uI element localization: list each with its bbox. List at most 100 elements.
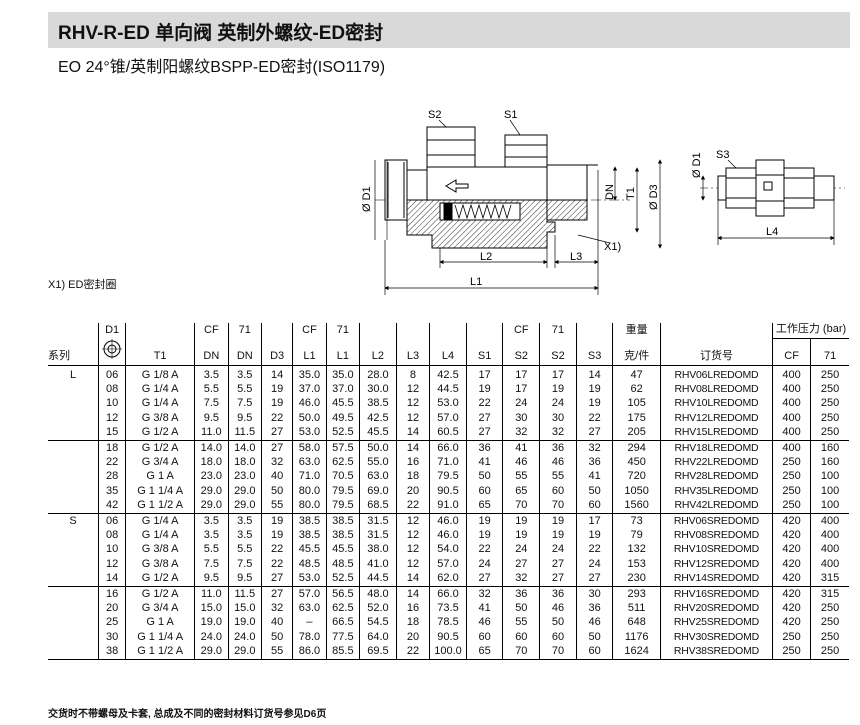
table-cell: 42.5 xyxy=(429,365,467,382)
table-cell: 12 xyxy=(98,410,127,426)
table-cell: 40 xyxy=(261,615,294,630)
table-cell: 45.5 xyxy=(326,542,361,557)
col-d3: D3 xyxy=(261,338,294,366)
table-cell: 11.5 xyxy=(228,585,262,601)
table-cell: 22 xyxy=(261,542,294,557)
table-cell: 64.0 xyxy=(359,629,397,645)
table-cell: 57.5 xyxy=(326,439,361,455)
drawing-footnote: X1) ED密封圈 xyxy=(48,279,117,291)
table-cell: G 1 A xyxy=(125,615,196,630)
table-cell: 17 xyxy=(466,365,504,382)
table-cell: G 1/4 A xyxy=(125,396,196,411)
table-cell: 29.0 xyxy=(228,483,262,499)
table-cell: 55 xyxy=(261,498,294,514)
table-cell: 27 xyxy=(261,571,294,587)
table-cell: 08 xyxy=(98,381,127,397)
table-cell: 14 xyxy=(261,365,294,382)
spec-table: D1 CF 71 CF 71 CF 71 重量 工作压力 (bar) 系列 T1… xyxy=(48,323,849,660)
table-cell: 12 xyxy=(396,512,431,528)
dimension-lines xyxy=(374,119,663,295)
table-cell: 49.5 xyxy=(326,410,361,426)
table-cell: 3.5 xyxy=(194,365,229,382)
table-cell: 57.0 xyxy=(292,585,327,601)
table-cell: 55 xyxy=(539,469,577,484)
table-cell: 400 xyxy=(772,381,812,397)
table-cell: 63.0 xyxy=(292,601,327,616)
table-cell: 19 xyxy=(539,527,577,543)
table-cell: 45.5 xyxy=(326,396,361,411)
table-cell: 9.5 xyxy=(194,410,229,426)
table-cell: 250 xyxy=(820,426,840,439)
table-cell: 100 xyxy=(820,499,840,512)
table-cell: G 1 1/4 A xyxy=(125,483,196,499)
table-cell: 37.0 xyxy=(292,381,327,397)
table-cell: 12 xyxy=(396,542,431,557)
table-cell: 54.5 xyxy=(359,615,397,630)
table-cell: 60 xyxy=(576,644,614,660)
table-cell: RHV28LREDOMD xyxy=(660,469,774,484)
table-cell xyxy=(48,527,100,543)
table-cell: 11.0 xyxy=(194,425,229,441)
table-cell: 22 xyxy=(466,396,504,411)
table-cell: 32 xyxy=(261,454,294,470)
table-cell: 27 xyxy=(539,556,577,572)
table-cell: 48.5 xyxy=(292,556,327,572)
label-d3: Ø D3 xyxy=(648,184,660,210)
table-cell: 250 xyxy=(820,602,840,614)
table-cell: 18.0 xyxy=(228,454,262,470)
table-cell: 7.5 xyxy=(228,396,262,411)
table-cell: 24 xyxy=(539,396,577,411)
table-cell: 79.5 xyxy=(326,498,361,514)
table-cell: G 1 1/2 A xyxy=(125,644,196,660)
col-l4: L4 xyxy=(429,338,467,366)
col-order: 订货号 xyxy=(660,338,774,366)
table-cell: RHV12SREDOMD xyxy=(660,556,774,572)
table-cell: 55 xyxy=(502,615,541,630)
table-cell: 50 xyxy=(576,483,614,499)
table-cell: 400 xyxy=(772,396,812,411)
table-cell: G 1/4 A xyxy=(125,527,196,543)
col-weight: 克/件 xyxy=(612,338,661,366)
table-cell: 31.5 xyxy=(359,512,397,528)
table-cell: RHV38SREDOMD xyxy=(660,644,774,660)
table-cell: 420 xyxy=(772,571,812,587)
table-cell: 23.0 xyxy=(228,469,262,484)
table-cell: 19.0 xyxy=(228,615,262,630)
table-cell: 70.5 xyxy=(326,469,361,484)
table-cell: 19 xyxy=(261,381,294,397)
table-cell: 46 xyxy=(539,454,577,470)
label-x1: X1) xyxy=(604,241,621,253)
table-cell: 19 xyxy=(261,512,294,528)
table-cell: 42 xyxy=(98,498,127,514)
side-view-dimensions xyxy=(700,159,835,245)
table-cell: RHV18LREDOMD xyxy=(660,439,774,455)
table-cell: 60 xyxy=(539,483,577,499)
table-cell: 16 xyxy=(396,454,431,470)
table-cell: 1560 xyxy=(612,498,661,514)
table-cell: 80.0 xyxy=(292,483,327,499)
table-cell: 46 xyxy=(539,601,577,616)
table-cell: 450 xyxy=(612,454,661,470)
table-cell: G 1/2 A xyxy=(125,585,196,601)
table-cell: 77.5 xyxy=(326,629,361,645)
col-71-l1-top: 71 xyxy=(326,323,361,339)
col-t1: T1 xyxy=(125,338,196,366)
table-cell: 16 xyxy=(396,601,431,616)
table-cell: 65 xyxy=(502,483,541,499)
table-cell: 315 xyxy=(820,572,840,585)
table-cell: 205 xyxy=(612,425,661,441)
table-cell: 38.5 xyxy=(292,527,327,543)
table-cell: 31.5 xyxy=(359,527,397,543)
table-cell: 15.0 xyxy=(228,601,262,616)
table-cell: 32 xyxy=(261,601,294,616)
table-cell xyxy=(48,571,100,587)
table-cell: 85.5 xyxy=(326,644,361,660)
table-cell: 24 xyxy=(502,396,541,411)
table-cell: 48.0 xyxy=(359,585,397,601)
table-cell: 50 xyxy=(466,469,504,484)
table-cell: 06 xyxy=(98,365,127,382)
table-cell: 62.0 xyxy=(429,571,467,587)
